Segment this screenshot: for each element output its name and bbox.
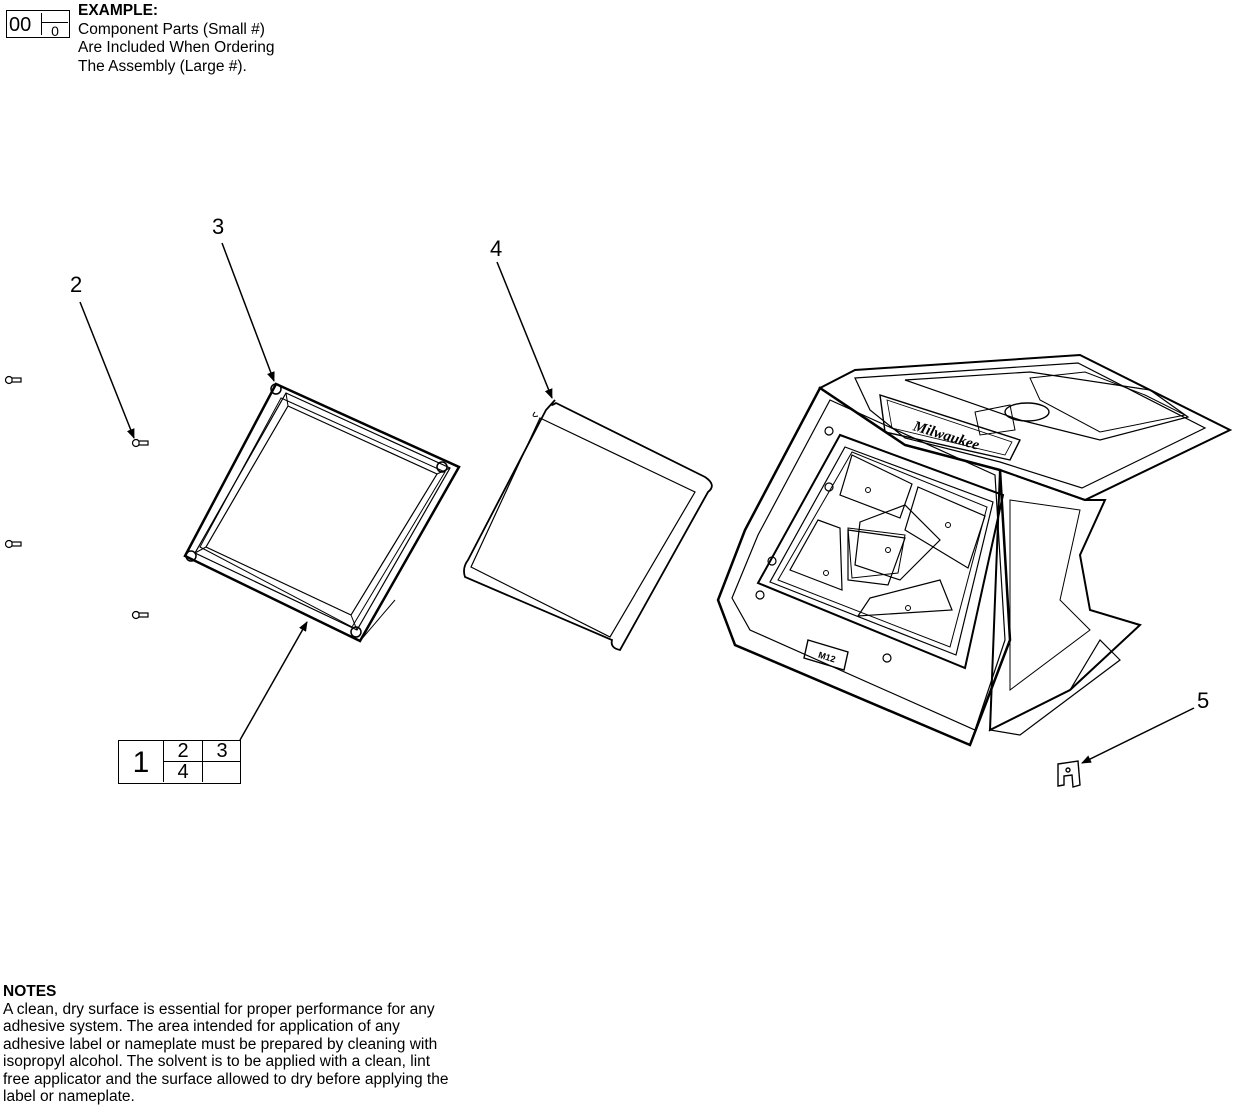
legend-small-number-cell: 0 <box>41 13 68 39</box>
legend-line-2: Are Included When Ordering <box>78 39 275 56</box>
callout-2: 2 <box>70 272 83 297</box>
legend-line-1: Component Parts (Small #) <box>78 20 265 38</box>
kit-component-cell: 4 <box>164 762 203 783</box>
notes-line: A clean, dry surface is essential for pr… <box>3 1000 435 1018</box>
notes-line: adhesive label or nameplate must be prep… <box>3 1035 438 1053</box>
leader-line-3 <box>221 242 275 382</box>
bezel-frame-part-3 <box>183 382 461 643</box>
notes-title: NOTES <box>3 983 57 1000</box>
callout-4: 4 <box>490 236 503 261</box>
kit-contents-table: 1 2 3 4 <box>118 740 241 784</box>
callout-5: 5 <box>1197 688 1210 713</box>
legend-text: EXAMPLE: Component Parts (Small #) Are I… <box>78 2 274 76</box>
legend-number-box: 00 0 <box>6 10 70 39</box>
kit-assembly-number: 1 <box>119 741 164 782</box>
clip-part-5 <box>1057 760 1081 788</box>
notes-line: free applicator and the surface allowed … <box>3 1070 449 1088</box>
leader-lines <box>79 242 1195 764</box>
legend-title: EXAMPLE: <box>78 2 159 19</box>
leader-line-2 <box>79 301 135 439</box>
screw-part-2-a <box>4 375 22 385</box>
lens-gasket-part-4 <box>463 399 713 652</box>
notes-line: isopropyl alcohol. The solvent is to be … <box>3 1053 431 1070</box>
leader-line-5 <box>1081 707 1195 764</box>
notes-line: label or nameplate. <box>3 1088 135 1105</box>
notes-line: adhesive system. The area intended for a… <box>3 1018 400 1035</box>
kit-component-cell <box>203 762 241 782</box>
light-housing <box>716 353 1233 747</box>
leader-line-4 <box>496 261 553 399</box>
kit-component-cell: 2 <box>164 741 203 762</box>
kit-component-cell: 3 <box>203 741 241 762</box>
screw-part-2-d <box>131 610 149 620</box>
legend-line-3: The Assembly (Large #). <box>78 57 247 75</box>
screw-part-2-c <box>4 539 22 549</box>
legend-large-number: 00 <box>9 14 32 36</box>
screw-part-2-b <box>131 438 149 448</box>
legend-small-number: 0 <box>42 22 68 39</box>
model-badge: M12 <box>817 650 837 665</box>
callout-3: 3 <box>212 214 225 239</box>
leader-line-kit <box>239 621 308 741</box>
notes-section: NOTES A clean, dry surface is essential … <box>3 983 583 1106</box>
